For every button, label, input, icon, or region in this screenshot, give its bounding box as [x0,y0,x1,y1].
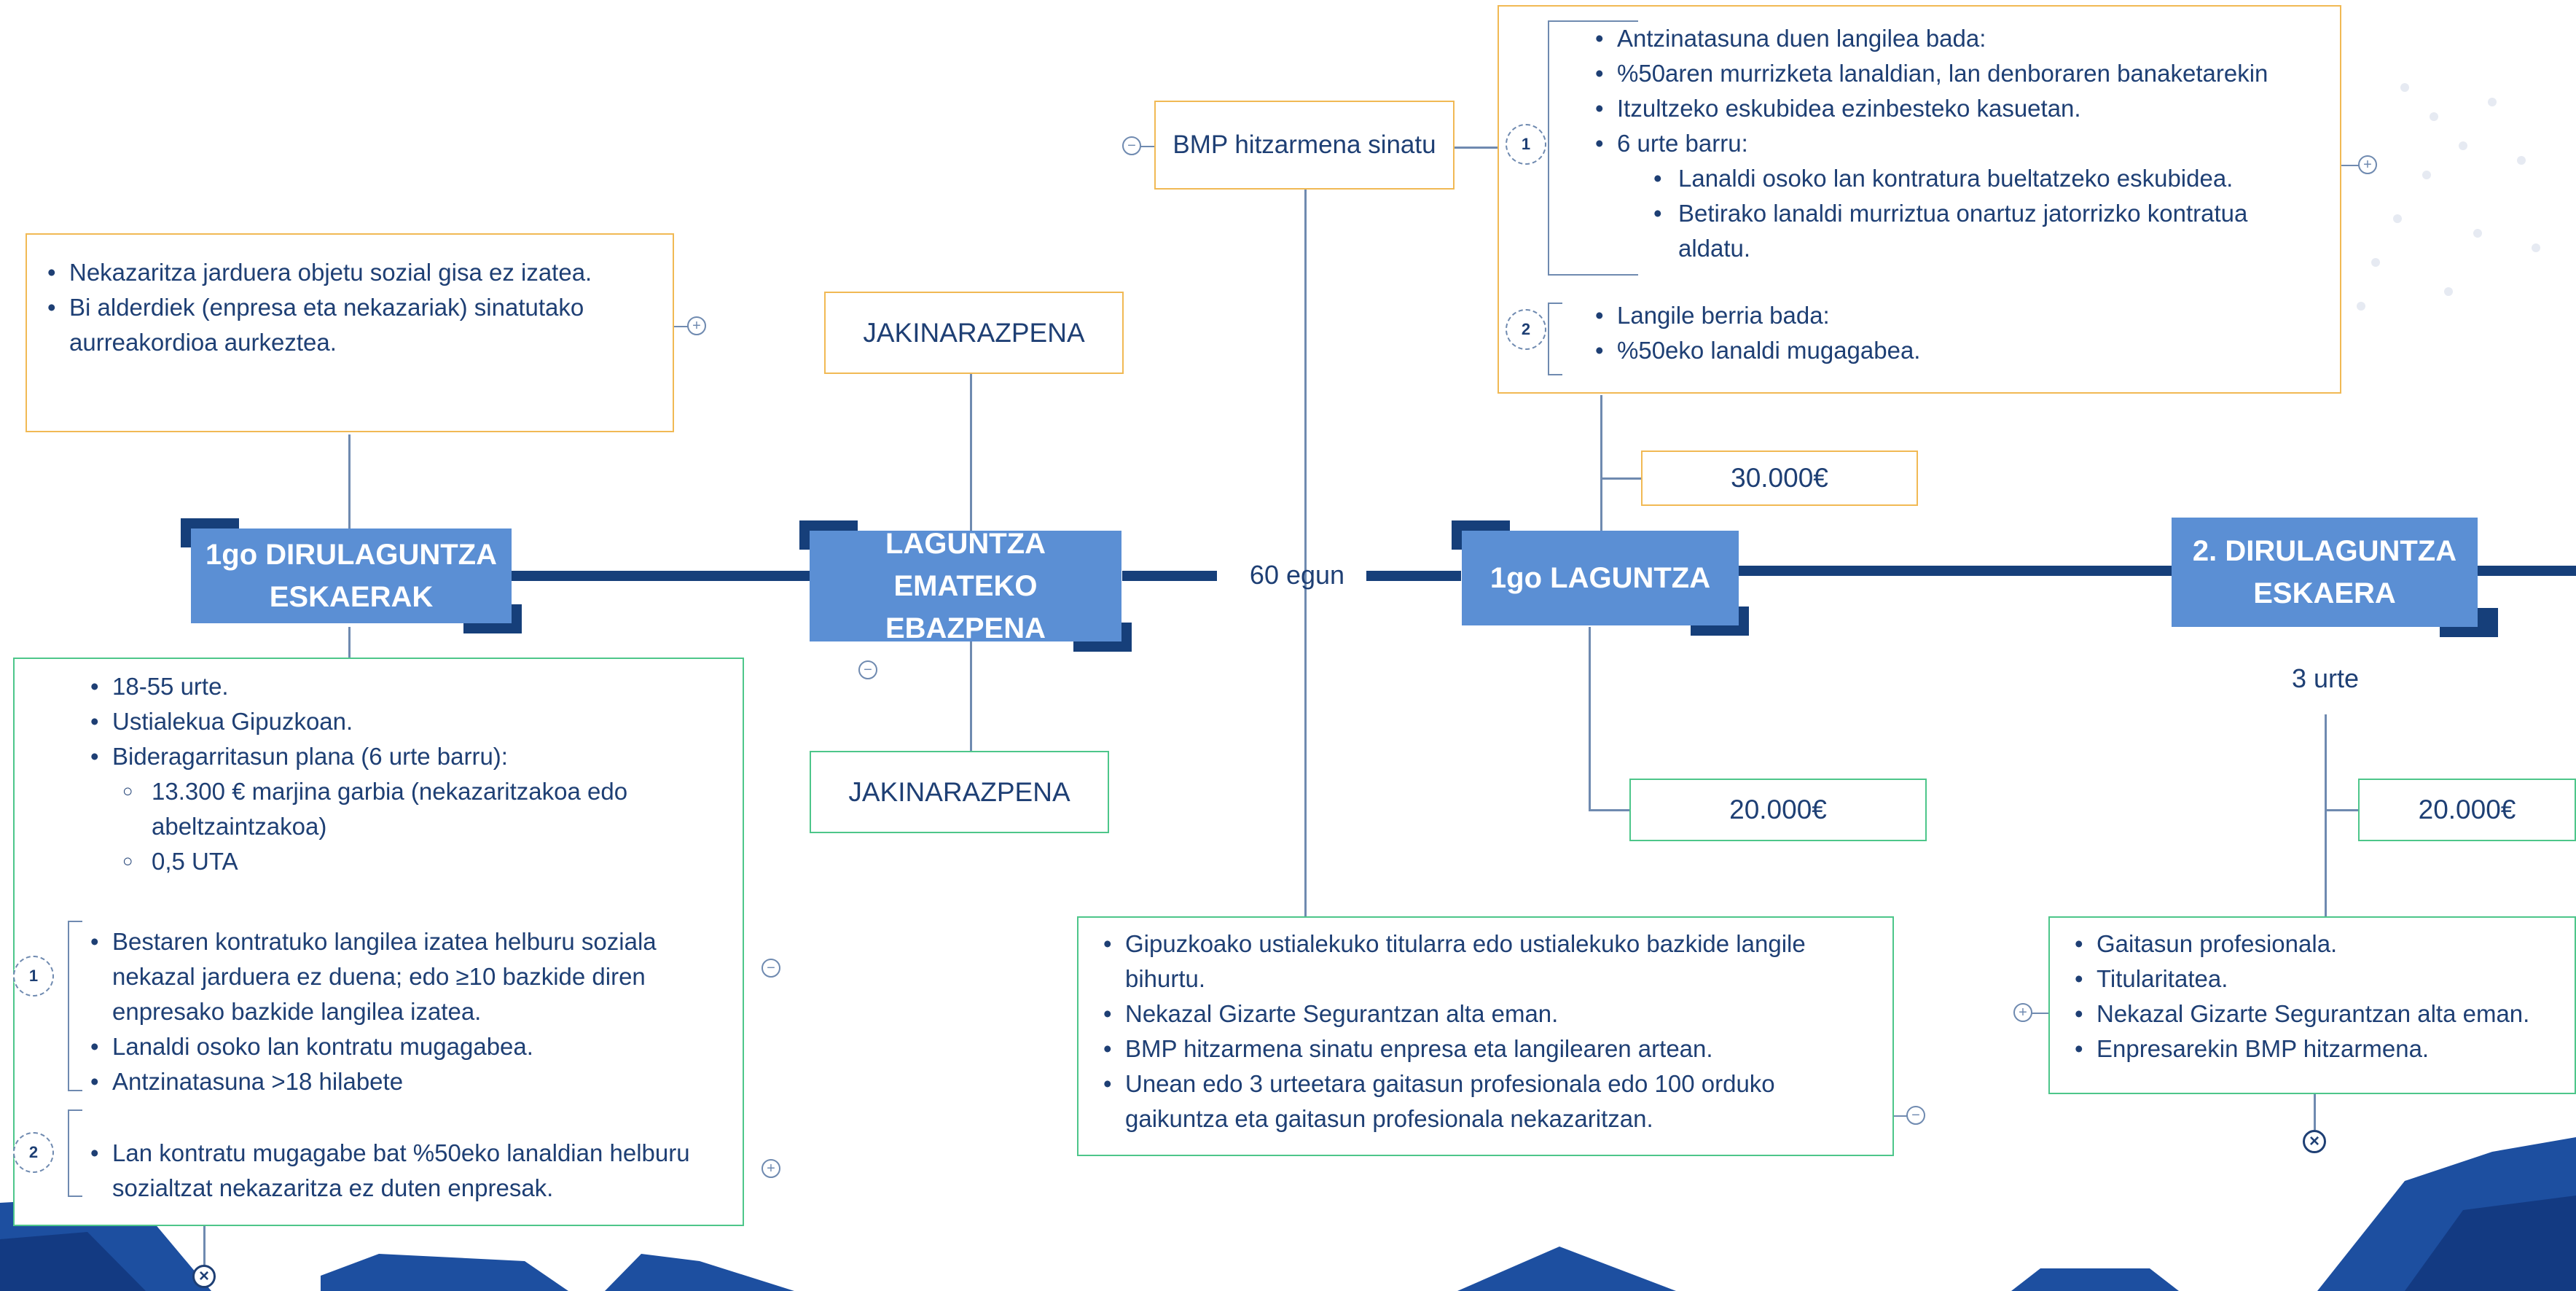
group-number-badge: 1 [13,956,54,996]
group-bracket [68,921,82,1091]
node-laguntza-1[interactable]: 1go LAGUNTZA [1452,520,1749,636]
amount-value: 20.000€ [2418,795,2516,824]
jakinarazpena-box-top: JAKINARAZPENA [824,292,1124,374]
group-number-badge: 2 [13,1132,54,1173]
close-circle-icon[interactable]: × [2303,1130,2326,1153]
list-item: 18-55 urte. [87,669,725,704]
amount-box: 20.000€ [2358,779,2576,841]
box-label: JAKINARAZPENA [863,317,1085,348]
connector [2314,1093,2316,1130]
list-item: Bestaren kontratuko langilea izatea helb… [87,924,725,1029]
duration-label: 3 urte [2291,663,2360,693]
connector [2325,714,2327,916]
amount-value: 30.000€ [1731,463,1828,493]
bmp-details-box: Antzinatasuna duen langilea bada: %50are… [1498,5,2341,394]
amount-box: 20.000€ [1629,779,1927,841]
list-item: Gaitasun profesionala. [2072,927,2567,962]
list-item: Titularitatea. [2072,962,2567,996]
node-label: 1go DIRULAGUNTZA ESKAERAK [191,529,512,623]
connector [2026,1013,2048,1014]
node-label: LAGUNTZA EMATEKO EBAZPENA [810,528,1121,644]
collapse-circle-icon[interactable]: − [762,959,780,978]
connector [1600,395,1602,531]
group-number-badge: 1 [1506,124,1546,165]
timeline-bar [1122,571,1217,581]
add-circle-icon[interactable]: + [762,1159,780,1178]
list-item: Lan kontratu mugagabe bat %50eko lanaldi… [87,1136,725,1206]
amount-value: 20.000€ [1729,795,1827,824]
list-item: Enpresarekin BMP hitzarmena. [2072,1031,2567,1066]
list-item: Nekazaritza jarduera objetu sozial gisa … [44,255,655,290]
group-bracket [1548,20,1638,276]
timeline-bar [1366,571,1461,581]
list-subitem: Lanaldi osoko lan kontratura bueltatzeko… [1592,161,2325,196]
list-item: %50aren murrizketa lanaldian, lan denbor… [1592,56,2325,91]
list-item: Bideragarritasun plana (6 urte barru): [87,739,725,774]
list-item: Ustialekua Gipuzkoan. [87,704,725,739]
list-item: Antzinatasuna >18 hilabete [87,1064,725,1099]
connector [1131,146,1154,147]
list-item: 6 urte barru: [1592,126,2325,161]
add-circle-icon[interactable]: + [687,316,706,335]
connector [970,641,972,751]
add-circle-icon[interactable]: + [2358,155,2377,174]
list-subitem: Betirako lanaldi murriztua onartuz jator… [1592,196,2325,266]
node-dirulaguntza-eskaera-2[interactable]: 2. DIRULAGUNTZA ESKAERA [2172,518,2498,637]
list-item: Nekazal Gizarte Segurantzan alta eman. [1100,996,1878,1031]
timeline-bar [1734,566,2172,576]
connector [348,627,351,658]
list-item: Lanaldi osoko lan kontratu mugagabea. [87,1029,725,1064]
conditions-box: 18-55 urte. Ustialekua Gipuzkoan. Bidera… [13,658,744,1226]
requirements-box-right: Gaitasun profesionala. Titularitatea. Ne… [2048,916,2576,1094]
duration-label: 60 egun [1249,560,1345,590]
connector [348,434,351,529]
requirements-box-middle: Gipuzkoako ustialekuko titularra edo ust… [1077,916,1894,1156]
connector [203,1225,205,1265]
group-bracket [1548,303,1562,375]
connector [970,374,972,531]
list-subitem: 13.300 € marjina garbia (nekazaritzakoa … [87,774,725,844]
collapse-circle-icon[interactable]: − [1122,136,1141,155]
list-subitem: 0,5 UTA [87,844,725,879]
collapse-circle-icon[interactable]: − [858,660,877,679]
connector [1589,809,1629,811]
group-bracket [68,1109,82,1197]
connector [1894,1115,1916,1117]
connector [1600,477,1641,480]
box-label: JAKINARAZPENA [848,776,1070,807]
connector [674,326,696,327]
list-item: BMP hitzarmena sinatu enpresa eta langil… [1100,1031,1878,1066]
connector [2325,809,2358,811]
list-item: Itzultzeko eskubidea ezinbesteko kasueta… [1592,91,2325,126]
list-item: Langile berria bada: [1592,298,2325,333]
close-circle-icon[interactable]: × [192,1265,216,1288]
add-circle-icon[interactable]: + [2013,1003,2032,1022]
timeline-bar [510,571,816,581]
node-dirulaguntza-eskaerak[interactable]: 1go DIRULAGUNTZA ESKAERAK [181,518,522,633]
box-label: BMP hitzarmena sinatu [1172,130,1436,159]
list-item: Bi alderdiek (enpresa eta nekazariak) si… [44,290,655,360]
list-item: Antzinatasuna duen langilea bada: [1592,21,2325,56]
group-number-badge: 2 [1506,309,1546,350]
node-laguntza-ebazpena[interactable]: LAGUNTZA EMATEKO EBAZPENA [799,520,1132,652]
node-label: 2. DIRULAGUNTZA ESKAERA [2172,518,2478,627]
collapse-circle-icon[interactable]: − [1906,1106,1925,1125]
list-item: Gipuzkoako ustialekuko titularra edo ust… [1100,927,1878,996]
list-item: %50eko lanaldi mugagabea. [1592,333,2325,368]
list-item: Unean edo 3 urteetara gaitasun profesion… [1100,1066,1878,1136]
jakinarazpena-box-bottom: JAKINARAZPENA [810,751,1109,833]
amount-box: 30.000€ [1641,451,1918,506]
list-item: Nekazal Gizarte Segurantzan alta eman. [2072,996,2567,1031]
connector [1589,627,1591,811]
timeline-bar [2474,566,2576,576]
bmp-box[interactable]: BMP hitzarmena sinatu [1154,101,1455,190]
connector [1454,147,1498,149]
connector [1304,190,1307,917]
requirements-box: Nekazaritza jarduera objetu sozial gisa … [26,233,674,432]
connector [2341,165,2363,166]
node-label: 1go LAGUNTZA [1462,531,1739,625]
